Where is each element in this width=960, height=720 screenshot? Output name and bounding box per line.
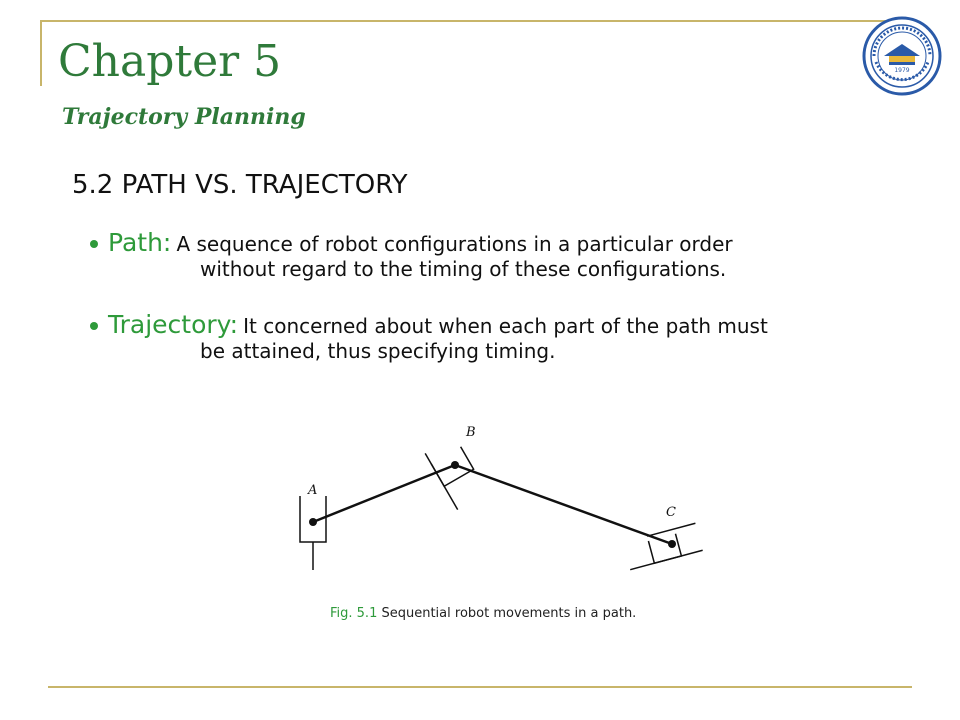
bullet-text-continuation: without regard to the timing of these co…: [200, 257, 727, 281]
path-segment-bc: [454, 463, 673, 546]
label-a: A: [307, 483, 317, 498]
slide-subtitle: Trajectory Planning: [62, 104, 306, 130]
bullet-term: Path:: [108, 228, 172, 257]
logo-year: 1979: [894, 67, 909, 74]
gripper-c-icon: [630, 522, 703, 571]
university-seal-icon: 1979: [862, 16, 942, 96]
path-segment-ab: [312, 463, 456, 524]
label-c: C: [666, 505, 676, 520]
frame-bottom-line: [48, 686, 912, 688]
figure-caption-text: Sequential robot movements in a path.: [381, 606, 637, 621]
bullet-text: A sequence of robot configurations in a …: [176, 232, 733, 256]
figure-caption: Fig. 5.1 Sequential robot movements in a…: [330, 606, 636, 621]
section-heading: 5.2 PATH VS. TRAJECTORY: [72, 170, 408, 200]
label-b: B: [465, 425, 476, 440]
bullet-path: Path: A sequence of robot configurations…: [90, 228, 733, 281]
path-diagram: A B C: [299, 425, 703, 571]
point-a: [309, 518, 317, 526]
figure-number: Fig. 5.1: [330, 606, 378, 621]
point-c: [668, 540, 676, 548]
bullet-text: It concerned about when each part of the…: [243, 314, 768, 338]
bullet-trajectory: Trajectory: It concerned about when each…: [90, 310, 768, 363]
slide-title: Chapter 5: [58, 36, 282, 87]
bullet-dot-icon: [90, 321, 98, 330]
gripper-b-icon: [424, 446, 475, 511]
bullet-text-continuation: be attained, thus specifying timing.: [200, 339, 556, 363]
gripper-a-icon: [299, 496, 327, 570]
bullet-dot-icon: [90, 239, 98, 248]
frame-top-line: [40, 20, 910, 22]
point-b: [451, 461, 459, 469]
bullet-term: Trajectory:: [108, 310, 239, 339]
frame-left-line: [40, 20, 42, 86]
